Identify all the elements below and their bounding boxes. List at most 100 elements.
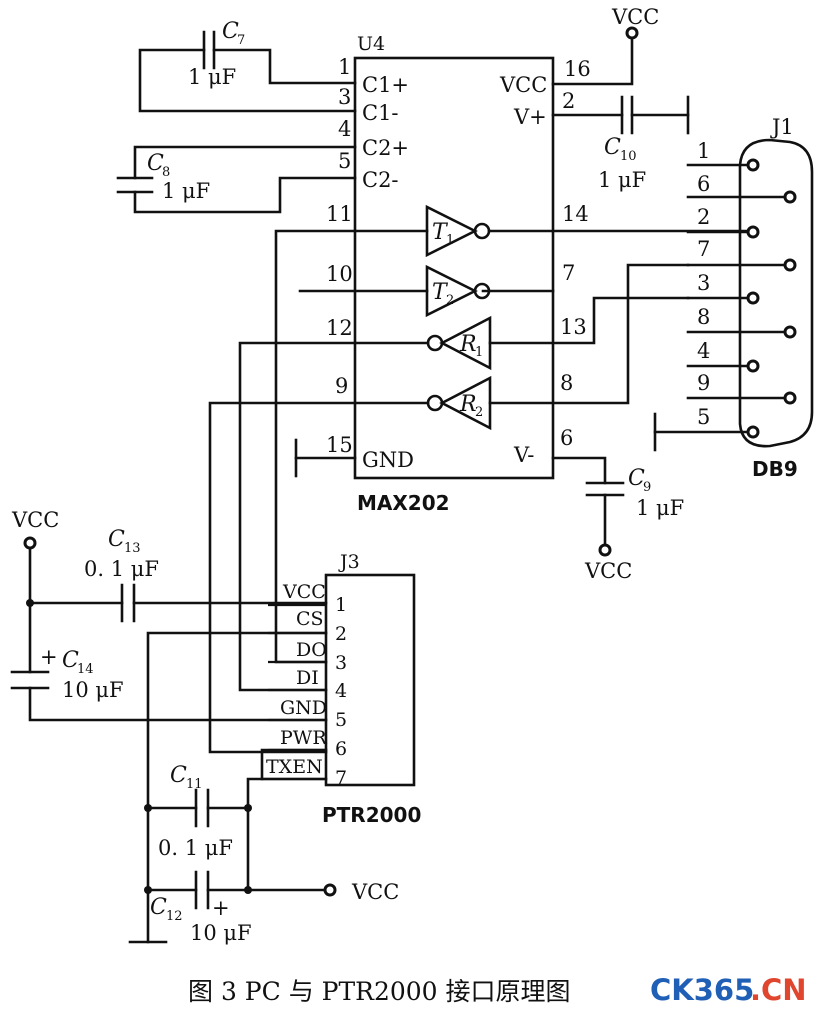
u4-pin-num-5: 5 (338, 149, 351, 173)
capacitor-c12: VCC C 12 + 10 μF (144, 870, 399, 945)
svg-text:3: 3 (697, 271, 710, 295)
u4-gnd (294, 438, 357, 478)
u4-pin-num-12: 12 (326, 316, 353, 340)
u4-pin-num-13: 13 (560, 315, 587, 339)
svg-text:R: R (459, 332, 477, 357)
svg-text:1 μF: 1 μF (162, 179, 210, 203)
svg-text:5: 5 (335, 709, 347, 731)
u4-pin-name-vcc: VCC (499, 73, 547, 97)
figure-caption: 图 3 PC 与 PTR2000 接口原理图 (188, 977, 571, 1006)
svg-text:6: 6 (697, 172, 710, 196)
svg-text:C: C (222, 19, 239, 44)
svg-text:DO: DO (296, 639, 327, 661)
u4-pin-num-2: 2 (562, 89, 575, 113)
svg-text:1: 1 (446, 233, 454, 248)
driver-t2: T 2 (425, 264, 491, 318)
u4-pin-name-gnd: GND (362, 448, 414, 472)
u4-pin-num-3: 3 (338, 85, 351, 109)
svg-text:C: C (108, 527, 125, 552)
u4-ref: U4 (357, 33, 385, 55)
svg-text:14: 14 (77, 662, 94, 677)
u4-ic: U4 MAX202 C1+ C1- C2+ C2- GND VCC V+ V- … (326, 33, 591, 515)
svg-text:1 μF: 1 μF (598, 168, 646, 192)
u4-part: MAX202 (357, 491, 450, 515)
svg-text:C: C (147, 151, 164, 176)
svg-text:4: 4 (335, 680, 347, 702)
svg-text:C: C (150, 895, 167, 920)
svg-text:TXEN: TXEN (266, 756, 323, 778)
svg-text:9: 9 (643, 480, 651, 495)
svg-text:T: T (432, 220, 449, 245)
u4-pin-num-7: 7 (562, 261, 575, 285)
watermark-part2: .CN (750, 973, 807, 1007)
u4-pin-num-6: 6 (560, 426, 573, 450)
svg-text:C: C (628, 466, 645, 491)
svg-text:3: 3 (335, 652, 347, 674)
u4-pin-name-vplus: V+ (513, 105, 547, 129)
u4-body (353, 56, 555, 480)
j1-part: DB9 (752, 457, 798, 481)
u4-pin-name-c2m: C2- (362, 168, 399, 192)
u4-vcc-supply: VCC (551, 5, 659, 86)
u4-pin-num-1: 1 (338, 55, 351, 79)
svg-text:+: + (212, 896, 230, 920)
c9-vcc-supply: VCC (584, 543, 632, 583)
svg-text:2: 2 (475, 405, 483, 420)
svg-text:12: 12 (166, 909, 183, 924)
svg-text:1: 1 (475, 345, 483, 360)
svg-text:T: T (432, 280, 449, 305)
svg-text:VCC: VCC (11, 508, 59, 532)
watermark-part1: CK365 (650, 973, 754, 1007)
j1-ref: J1 (770, 115, 794, 139)
svg-text:VCC: VCC (351, 880, 399, 904)
svg-text:7: 7 (237, 33, 245, 48)
svg-text:10: 10 (620, 149, 637, 164)
svg-text:6: 6 (335, 738, 347, 760)
u4-pin-name-c1p: C1+ (362, 73, 409, 97)
u4-pin-num-14: 14 (562, 202, 589, 226)
j1-shell (738, 138, 814, 448)
j3-bus-wires (128, 631, 328, 944)
svg-text:7: 7 (697, 237, 710, 261)
svg-text:CS: CS (296, 608, 324, 630)
u4-pin-name-vminus: V- (513, 443, 534, 467)
svg-text:C: C (604, 135, 621, 160)
u4-pin-num-11: 11 (326, 202, 353, 226)
svg-text:4: 4 (697, 339, 710, 363)
svg-text:VCC: VCC (282, 581, 326, 603)
u4-pin-name-c2p: C2+ (362, 136, 409, 160)
svg-text:VCC: VCC (584, 559, 632, 583)
svg-text:10 μF: 10 μF (62, 678, 124, 702)
svg-text:0. 1 μF: 0. 1 μF (158, 836, 233, 860)
svg-text:GND: GND (280, 697, 327, 719)
capacitor-c14: + C 14 10 μF (10, 601, 328, 722)
j3-body (324, 573, 416, 787)
svg-text:13: 13 (124, 541, 141, 556)
svg-text:C: C (170, 763, 187, 788)
driver-t1: T 1 (425, 204, 491, 258)
svg-text:DI: DI (296, 667, 319, 689)
svg-text:9: 9 (697, 371, 710, 395)
capacitor-c10: C 10 1 μF (551, 95, 690, 192)
svg-text:+: + (40, 645, 58, 669)
svg-text:2: 2 (335, 623, 347, 645)
svg-text:2: 2 (697, 205, 710, 229)
receiver-r2: R 2 (426, 375, 492, 431)
svg-text:C: C (62, 648, 79, 673)
u4-db9-wires (481, 229, 750, 405)
capacitor-c9: C 9 1 μF (551, 456, 684, 547)
svg-text:7: 7 (335, 767, 347, 789)
svg-text:8: 8 (162, 165, 170, 180)
watermark: CK365 .CN (650, 973, 807, 1007)
j3-ref: J3 (338, 551, 360, 573)
j3-part: PTR2000 (322, 803, 421, 827)
u4-pin-num-4: 4 (338, 117, 351, 141)
u4-pin-name-c1m: C1- (362, 101, 399, 125)
svg-text:0. 1 μF: 0. 1 μF (84, 557, 159, 581)
u4-pin-num-16: 16 (564, 57, 591, 81)
svg-text:1: 1 (697, 139, 710, 163)
svg-text:5: 5 (697, 405, 710, 429)
svg-text:8: 8 (697, 305, 710, 329)
capacitor-c13: VCC C 13 0. 1 μF (11, 508, 328, 623)
svg-text:1 μF: 1 μF (188, 65, 236, 89)
